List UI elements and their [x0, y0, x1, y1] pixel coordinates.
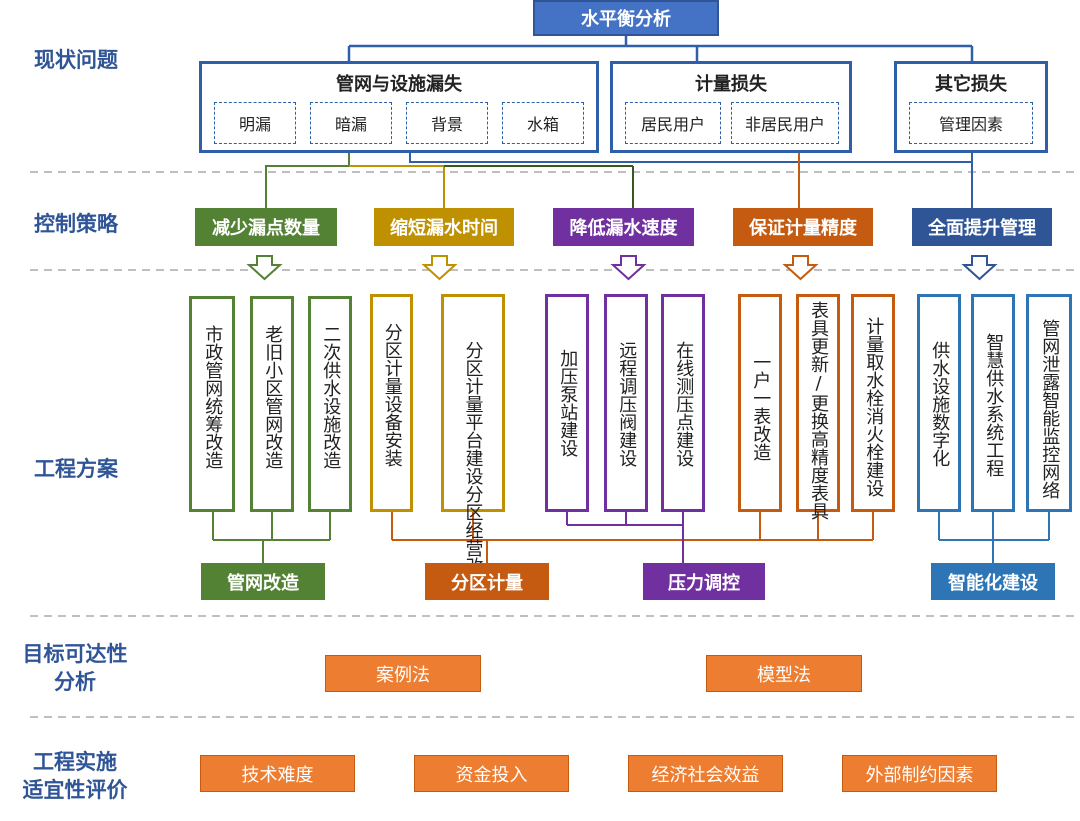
green-strategy-lines	[265, 153, 350, 208]
row-label-current-issues: 现状问题	[34, 48, 118, 72]
project-zone-platform-reform: 分区计量平台建设分区经营改革	[441, 294, 505, 593]
strategy-ensure-metering-accuracy: 保证计量精度	[733, 208, 873, 246]
top-tree-lines	[347, 36, 974, 61]
group-lines-orange	[391, 512, 874, 563]
project-one-household-one-meter: 一户一表改造	[738, 294, 782, 512]
row-label-engineering-plan: 工程方案	[34, 457, 118, 481]
loss-box-other: 其它损失 管理因素	[894, 61, 1048, 153]
row-label-control-strategy: 控制策略	[34, 212, 118, 236]
eval-funding: 资金投入	[414, 755, 569, 792]
water-balance-title: 水平衡分析	[533, 0, 719, 36]
loss-item-non-residential: 非居民用户	[731, 102, 839, 144]
project-hydrant-metering: 计量取水栓消火栓建设	[851, 294, 895, 512]
project-meter-upgrade: 表具更新/更换高精度表具	[796, 294, 840, 520]
project-facility-digitalization: 供水设施数字化	[917, 294, 961, 512]
eval-technical-difficulty: 技术难度	[200, 755, 355, 792]
loss-item-management: 管理因素	[909, 102, 1033, 144]
project-old-community-network: 老旧小区管网改造	[250, 296, 294, 512]
group-pressure-control: 压力调控	[643, 563, 765, 600]
loss-title-other: 其它损失	[935, 74, 1007, 95]
group-intelligent-construction: 智能化建设	[931, 563, 1055, 600]
loss-item-residential: 居民用户	[625, 102, 721, 144]
project-secondary-supply: 二次供水设施改造	[308, 296, 352, 512]
group-lines-green	[212, 512, 331, 563]
project-zone-meter-install: 分区计量设备安装	[370, 294, 413, 512]
method-model: 模型法	[706, 655, 862, 692]
loss-item-background: 背景	[406, 102, 488, 144]
loss-item-visible-leak: 明漏	[214, 102, 296, 144]
loss-item-water-tank: 水箱	[502, 102, 584, 144]
group-network-renovation: 管网改造	[201, 563, 325, 600]
group-lines-blue	[938, 512, 1050, 563]
project-online-pressure-points: 在线测压点建设	[661, 294, 705, 512]
loss-item-hidden-leak: 暗漏	[310, 102, 392, 144]
section-dividers	[30, 171, 1075, 718]
method-case-study: 案例法	[325, 655, 481, 692]
project-smart-water-system: 智慧供水系统工程	[971, 294, 1015, 512]
project-booster-station: 加压泵站建设	[545, 294, 589, 512]
loss-title-network: 管网与设施漏失	[336, 74, 462, 95]
strategy-lower-leak-speed: 降低漏水速度	[553, 208, 694, 246]
strategy-improve-management: 全面提升管理	[912, 208, 1052, 246]
eval-external-constraints: 外部制约因素	[842, 755, 997, 792]
loss-title-metering: 计量损失	[695, 74, 767, 95]
strategy-shorten-leak-time: 缩短漏水时间	[374, 208, 514, 246]
blue-strategy-lines	[409, 153, 973, 208]
group-zone-metering: 分区计量	[425, 563, 549, 600]
row-label-target-analysis: 目标可达性 分析	[22, 642, 128, 694]
strategy-arrows	[246, 255, 998, 281]
project-leak-monitoring-network: 管网泄露智能监控网络	[1026, 294, 1072, 512]
loss-box-metering: 计量损失 居民用户 非居民用户	[610, 61, 852, 153]
strategy-reduce-leak-points: 减少漏点数量	[195, 208, 337, 246]
project-municipal-network: 市政管网统筹改造	[189, 296, 235, 512]
project-remote-pressure-valve: 远程调压阀建设	[604, 294, 648, 512]
row-label-suitability: 工程实施 适宜性评价	[22, 750, 128, 802]
eval-socioeconomic-benefit: 经济社会效益	[628, 755, 783, 792]
group-lines-purple	[566, 512, 684, 563]
loss-box-network: 管网与设施漏失 明漏 暗漏 背景 水箱	[199, 61, 599, 153]
